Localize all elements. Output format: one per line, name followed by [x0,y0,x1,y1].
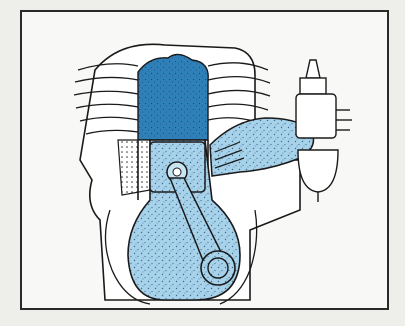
crankshaft [201,251,235,285]
combustion-chamber [138,54,208,140]
transfer-port [118,140,150,195]
carburettor [296,60,352,202]
